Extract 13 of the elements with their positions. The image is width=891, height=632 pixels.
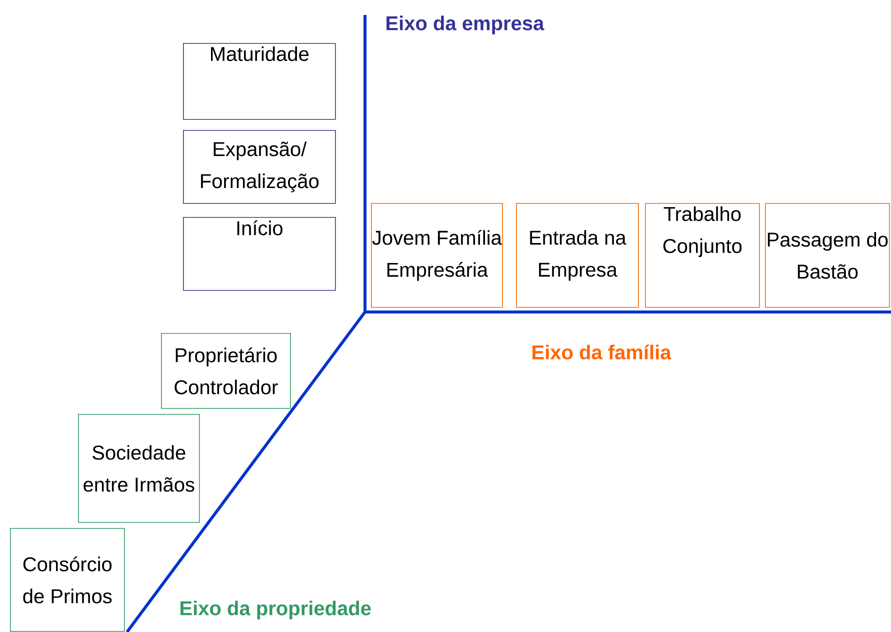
axis-label: Eixo da empresa: [386, 16, 544, 34]
stage-box: Trabalho Conjunto: [645, 203, 760, 308]
stage-box: Entrada na Empresa: [516, 203, 639, 308]
stage-box: Sociedade entre Irmãos: [78, 414, 200, 523]
stage-box: Consórcio de Primos: [10, 528, 125, 632]
stage-box: Proprietário Controlador: [161, 333, 291, 409]
stage-box: Maturidade: [183, 43, 336, 120]
stage-box: Passagem do Bastão: [765, 203, 890, 308]
stage-box: Início: [183, 217, 336, 291]
stage-box: Jovem Família Empresária: [371, 203, 503, 308]
axis-label: Eixo da propriedade: [180, 600, 371, 620]
axis-label: Eixo da família: [532, 344, 672, 360]
stage-box: Expansão/ Formalização: [183, 130, 336, 204]
